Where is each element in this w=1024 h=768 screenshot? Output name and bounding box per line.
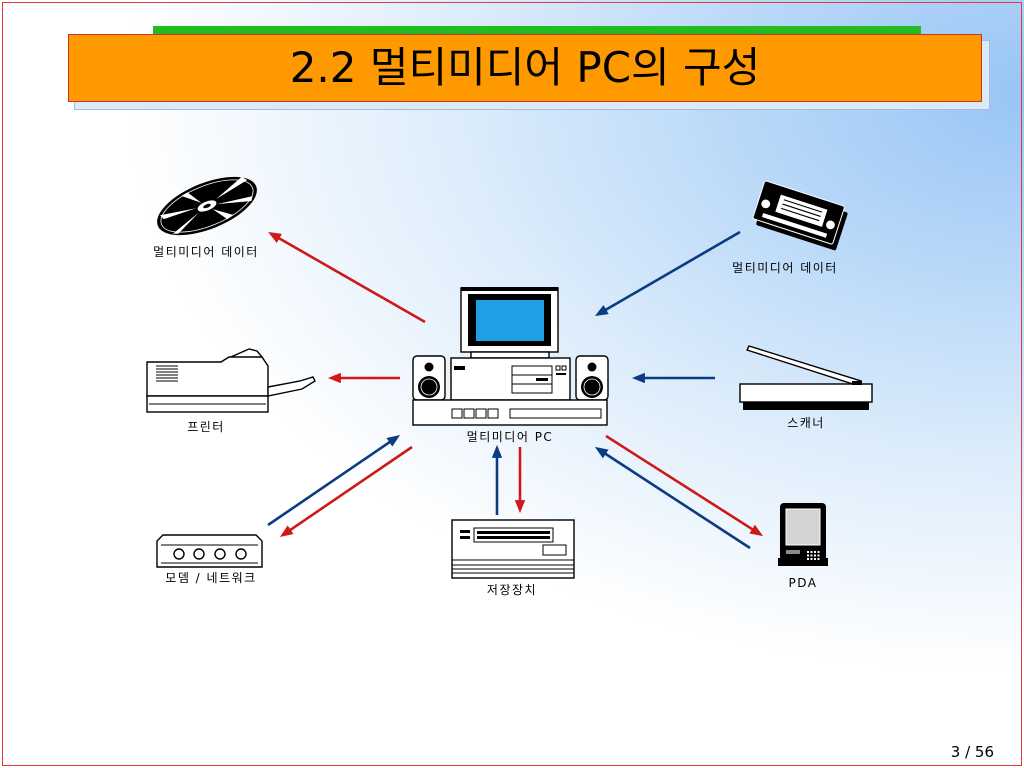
drive-bay-slot	[536, 378, 548, 381]
scanner-base	[743, 402, 869, 410]
arrow-pc-to-pda	[605, 434, 764, 537]
arrow-pc-to-multimedia-data-disc	[268, 231, 426, 324]
pda-keypad	[807, 551, 820, 560]
pda-label: PDA	[788, 576, 818, 590]
printer-label: 프린터	[187, 420, 225, 434]
modem-light-2	[193, 548, 205, 560]
slide-title: 2.2 멀티미디어 PC의 구성	[289, 43, 761, 92]
vhs-tape-icon	[752, 180, 848, 251]
storage-indicators	[460, 530, 470, 539]
storage-vent-lines	[452, 559, 574, 574]
scanner-label: 스캐너	[787, 416, 825, 430]
scanner-hinge	[852, 381, 862, 385]
deck-button-3	[475, 408, 487, 419]
modem-light-4	[235, 548, 247, 560]
connection-arrows	[267, 230, 764, 550]
page-number: 3 / 56	[950, 743, 994, 761]
storage-device-icon	[451, 519, 575, 579]
speaker-right-tweeter	[587, 362, 597, 372]
monitor-stand	[470, 351, 550, 359]
tape-reel-left	[760, 198, 772, 210]
tape-label-lines	[780, 199, 823, 222]
title-banner: 2.2 멀티미디어 PC의 구성	[68, 34, 982, 102]
monitor-screen	[476, 300, 544, 341]
modem-panel-lines	[161, 544, 258, 564]
modem-light-3	[214, 548, 226, 560]
scanner-icon	[739, 345, 873, 410]
multimedia-pc-icon	[412, 287, 609, 426]
monitor-top-edge	[461, 287, 558, 291]
title-accent-bar	[153, 26, 921, 36]
status-light	[556, 373, 566, 375]
deck-tray-slot	[509, 408, 602, 419]
scanner-lid	[746, 345, 862, 387]
system-unit	[450, 357, 571, 401]
speaker-right-woofer-ring	[583, 378, 601, 396]
disc-hole	[203, 203, 211, 209]
multimedia-data-tape-label: 멀티미디어 데이터	[732, 261, 838, 275]
disc-rim	[160, 179, 254, 233]
monitor	[460, 287, 559, 359]
speaker-left	[412, 355, 446, 401]
printer-output-tray	[267, 376, 316, 397]
storage-drive-bay	[473, 527, 554, 543]
scanner-bed	[739, 383, 873, 403]
media-deck	[412, 399, 608, 426]
modem-light-1	[173, 548, 185, 560]
printer-body	[146, 356, 269, 397]
arrow-modem-to-pc	[267, 434, 401, 527]
cd-disc-icon	[157, 176, 257, 236]
deck-button-4	[487, 408, 499, 419]
floppy-slot	[454, 366, 465, 370]
reset-button	[561, 365, 567, 371]
arrow-pda-to-pc	[594, 446, 751, 550]
multimedia-pc-label: 멀티미디어 PC	[466, 430, 554, 444]
multimedia-data-disc-label: 멀티미디어 데이터	[153, 245, 259, 259]
pda-base	[778, 558, 828, 566]
deck-button-1	[451, 408, 463, 419]
storage-device-label: 저장장치	[486, 583, 538, 597]
arrow-pc-to-modem	[279, 445, 413, 538]
drive-bay-dividers	[512, 374, 552, 385]
speaker-left-woofer-ring	[420, 378, 438, 396]
tape-window	[760, 211, 829, 239]
pda-icon	[778, 503, 828, 566]
printer-icon	[146, 348, 316, 413]
printer-vent	[156, 365, 178, 382]
modem-body	[156, 534, 263, 568]
arrow-multimedia-data-tape-to-pc	[594, 230, 741, 317]
tape-reel-right	[824, 219, 837, 231]
power-button	[555, 365, 561, 371]
deck-button-2	[463, 408, 475, 419]
modem-network-label: 모뎀 / 네트워크	[165, 571, 257, 585]
modem-icon	[156, 534, 263, 568]
speaker-right	[575, 355, 609, 401]
pda-screen	[785, 508, 821, 546]
speaker-left-tweeter	[424, 362, 434, 372]
pda-speaker	[786, 550, 800, 554]
storage-eject-panel	[542, 544, 567, 556]
storage-drive-slot	[477, 531, 550, 539]
